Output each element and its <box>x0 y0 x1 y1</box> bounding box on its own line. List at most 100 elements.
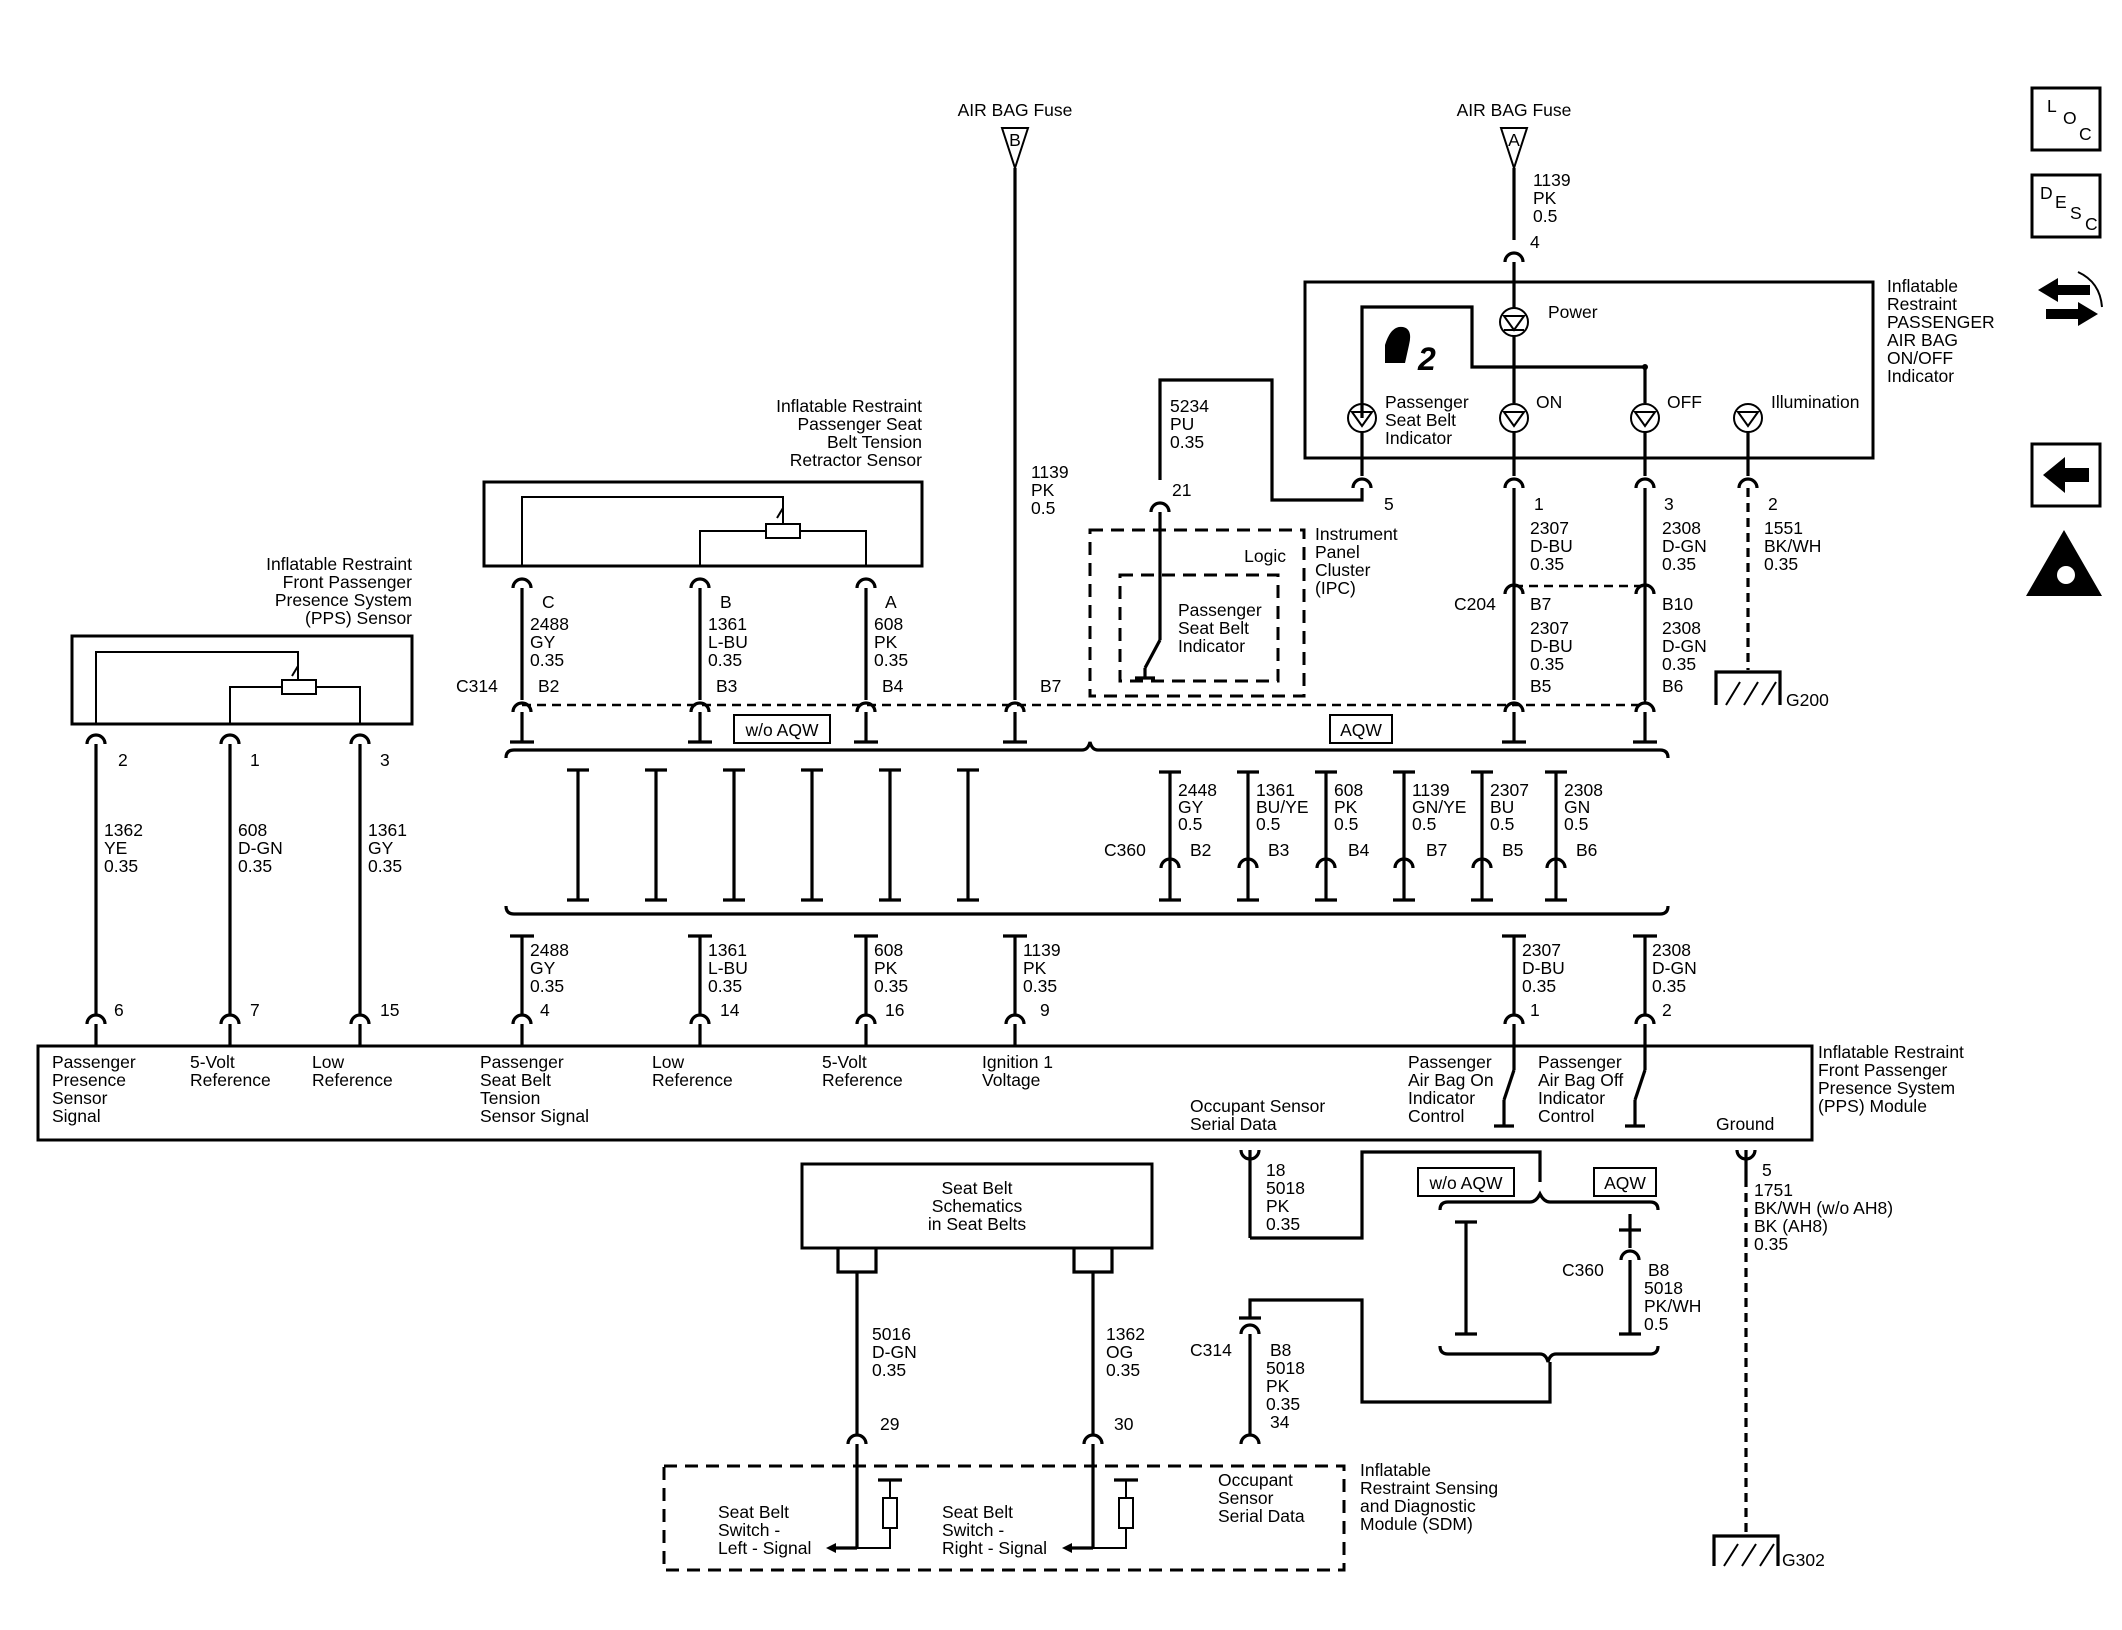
svg-text:PU: PU <box>1170 414 1194 434</box>
svg-text:Inflatable Restraint: Inflatable Restraint <box>776 396 922 416</box>
on-led-icon <box>1499 403 1529 433</box>
svg-text:ON: ON <box>1536 392 1562 412</box>
desc-button-icon[interactable]: D E S C <box>2030 173 2102 239</box>
svg-text:BK/WH (w/o AH8): BK/WH (w/o AH8) <box>1754 1198 1893 1218</box>
svg-text:5018: 5018 <box>1644 1278 1683 1298</box>
svg-text:C204: C204 <box>1454 594 1496 614</box>
svg-text:Voltage: Voltage <box>982 1070 1040 1090</box>
svg-text:and Diagnostic: and Diagnostic <box>1360 1496 1476 1516</box>
svg-text:9: 9 <box>1040 1000 1050 1020</box>
svg-text:PK: PK <box>1533 188 1557 208</box>
svg-text:5: 5 <box>1384 494 1394 514</box>
svg-text:(PPS) Sensor: (PPS) Sensor <box>305 608 412 628</box>
svg-text:2307: 2307 <box>1490 780 1529 800</box>
svg-text:0.35: 0.35 <box>872 1360 906 1380</box>
svg-text:0.35: 0.35 <box>1170 432 1204 452</box>
svg-text:0.35: 0.35 <box>368 856 402 876</box>
svg-text:Retractor Sensor: Retractor Sensor <box>790 450 922 470</box>
svg-text:2307: 2307 <box>1530 618 1569 638</box>
svg-text:Inflatable: Inflatable <box>1360 1460 1431 1480</box>
back-arrow-icon[interactable] <box>2030 442 2102 508</box>
svg-text:0.35: 0.35 <box>1106 1360 1140 1380</box>
svg-text:7: 7 <box>250 1000 260 1020</box>
svg-text:Instrument: Instrument <box>1315 524 1398 544</box>
svg-text:0.5: 0.5 <box>1178 814 1202 834</box>
svg-text:0.5: 0.5 <box>1533 206 1557 226</box>
svg-text:0.35: 0.35 <box>1662 654 1696 674</box>
svg-text:0.35: 0.35 <box>530 650 564 670</box>
svg-text:B6: B6 <box>1662 676 1683 696</box>
svg-text:Ignition 1: Ignition 1 <box>982 1052 1053 1072</box>
svg-text:Passenger: Passenger <box>480 1052 564 1072</box>
svg-text:Indicator: Indicator <box>1887 366 1954 386</box>
seat-belt-icon: 2 <box>1385 326 1436 377</box>
svg-text:S: S <box>2070 203 2082 223</box>
svg-text:Presence System: Presence System <box>275 590 412 610</box>
svg-text:BU: BU <box>1490 797 1514 817</box>
svg-text:G302: G302 <box>1782 1550 1825 1570</box>
svg-text:B5: B5 <box>1530 676 1551 696</box>
on-off-wires: 2307 D-BU 0.35 2308 D-GN 0.35 C204 B7 B1… <box>1454 488 1829 710</box>
svg-text:0.35: 0.35 <box>104 856 138 876</box>
svg-text:5016: 5016 <box>872 1324 911 1344</box>
svg-text:PK: PK <box>874 632 898 652</box>
svg-text:5-Volt: 5-Volt <box>190 1052 235 1072</box>
svg-text:Passenger: Passenger <box>1538 1052 1622 1072</box>
svg-text:1139: 1139 <box>1533 170 1571 190</box>
svg-text:Passenger Seat: Passenger Seat <box>797 414 922 434</box>
svg-text:1139: 1139 <box>1023 940 1061 960</box>
svg-text:ON/OFF: ON/OFF <box>1887 348 1953 368</box>
loc-button-icon[interactable]: L O C <box>2030 86 2102 152</box>
svg-text:D: D <box>2040 183 2053 203</box>
svg-text:1751: 1751 <box>1754 1180 1793 1200</box>
svg-text:0.35: 0.35 <box>1266 1394 1300 1414</box>
svg-text:0.35: 0.35 <box>708 976 742 996</box>
off-control-switch-icon <box>1625 1024 1647 1128</box>
svg-text:C314: C314 <box>1190 1340 1232 1360</box>
svg-text:PK/WH: PK/WH <box>1644 1296 1701 1316</box>
svg-text:1551: 1551 <box>1764 518 1803 538</box>
svg-text:B3: B3 <box>1268 840 1289 860</box>
svg-text:Reference: Reference <box>822 1070 903 1090</box>
svg-text:Sensor Signal: Sensor Signal <box>480 1106 589 1126</box>
svg-text:3: 3 <box>1664 494 1674 514</box>
svg-text:C: C <box>2085 214 2098 234</box>
svg-text:2488: 2488 <box>530 940 569 960</box>
connector-end-view-icon[interactable] <box>2038 271 2103 326</box>
svg-text:B8: B8 <box>1648 1260 1669 1280</box>
svg-text:4: 4 <box>1530 232 1540 252</box>
svg-text:Serial Data: Serial Data <box>1190 1114 1277 1134</box>
svg-text:15: 15 <box>380 1000 399 1020</box>
svg-text:GY: GY <box>530 632 556 652</box>
svg-text:2: 2 <box>1662 1000 1672 1020</box>
illumination-led-icon <box>1733 403 1763 433</box>
svg-text:AIR BAG: AIR BAG <box>1887 330 1958 350</box>
svg-text:C: C <box>2079 124 2092 144</box>
svg-text:L-BU: L-BU <box>708 632 748 652</box>
svg-text:Switch -: Switch - <box>942 1520 1004 1540</box>
svg-text:2: 2 <box>1768 494 1778 514</box>
svg-text:(PPS) Module: (PPS) Module <box>1818 1096 1927 1116</box>
svg-text:34: 34 <box>1270 1412 1290 1432</box>
svg-text:Restraint: Restraint <box>1887 294 1957 314</box>
svg-text:B4: B4 <box>882 676 904 696</box>
svg-text:1: 1 <box>1534 494 1544 514</box>
svg-text:B6: B6 <box>1576 840 1597 860</box>
seat-belt-schematics-box[interactable]: Seat Belt Schematics in Seat Belts <box>800 1162 1154 1250</box>
svg-text:D-GN: D-GN <box>238 838 283 858</box>
svg-text:5018: 5018 <box>1266 1178 1305 1198</box>
svg-text:B7: B7 <box>1426 840 1447 860</box>
svg-text:1139: 1139 <box>1031 462 1069 482</box>
svg-text:YE: YE <box>104 838 127 858</box>
svg-text:D-BU: D-BU <box>1522 958 1565 978</box>
ground-g200-icon <box>1714 670 1782 706</box>
svg-text:GN/YE: GN/YE <box>1412 797 1466 817</box>
svg-text:B5: B5 <box>1502 840 1523 860</box>
svg-text:0.5: 0.5 <box>1564 814 1588 834</box>
svg-text:B7: B7 <box>1530 594 1551 614</box>
svg-text:0.5: 0.5 <box>1412 814 1436 834</box>
svg-text:Passenger: Passenger <box>1178 600 1262 620</box>
svg-text:608: 608 <box>1334 780 1363 800</box>
